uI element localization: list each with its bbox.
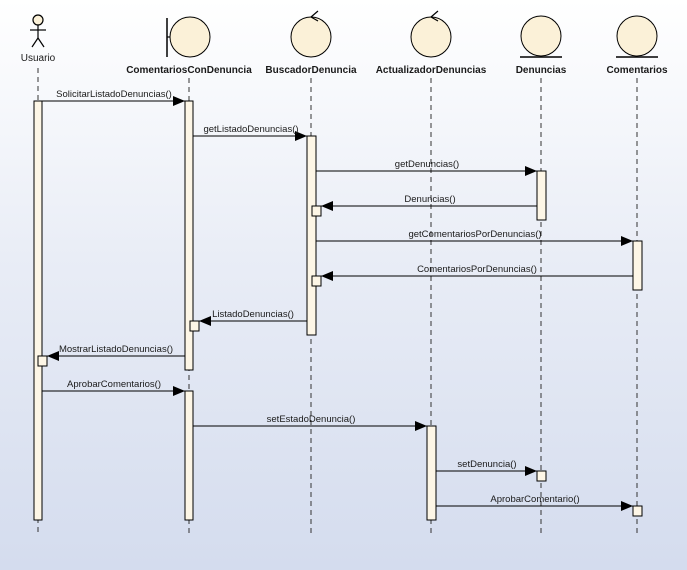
actor-icon xyxy=(30,14,46,48)
entity-icon xyxy=(616,15,658,58)
message: AprobarComentarios() xyxy=(42,379,185,396)
activation-actualizador-denuncias xyxy=(426,425,437,521)
return-box xyxy=(37,355,48,367)
control-icon xyxy=(410,10,452,58)
message-label: setEstadoDenuncia() xyxy=(267,414,356,425)
message: setEstadoDenuncia() xyxy=(193,414,427,431)
return-box xyxy=(311,205,322,217)
participant-comentarios-con-denuncia: ComentariosConDenuncia xyxy=(126,16,252,76)
message-label: AprobarComentarios() xyxy=(67,379,161,390)
message: AprobarComentario() xyxy=(436,494,633,511)
message: ComentariosPorDenuncias() xyxy=(321,264,633,281)
message-label: setDenuncia() xyxy=(457,459,516,470)
message-label: MostrarListadoDenuncias() xyxy=(59,344,173,355)
participant-label: Usuario xyxy=(21,53,56,64)
participant-buscador-denuncia: BuscadorDenuncia xyxy=(265,10,357,76)
return-box xyxy=(189,320,200,332)
message: setDenuncia() xyxy=(436,459,537,476)
control-icon xyxy=(290,10,332,58)
message: MostrarListadoDenuncias() xyxy=(47,344,185,361)
return-box xyxy=(311,275,322,287)
message-label: getListadoDenuncias() xyxy=(203,124,298,135)
participant-label: Denuncias xyxy=(516,65,567,76)
message: Denuncias() xyxy=(321,194,537,211)
entity-icon xyxy=(520,15,562,58)
participant-usuario: Usuario xyxy=(21,14,56,64)
message-label: AprobarComentario() xyxy=(490,494,579,505)
message-label: ComentariosPorDenuncias() xyxy=(417,264,537,275)
participant-denuncias: Denuncias xyxy=(516,15,567,76)
activation-usuario xyxy=(33,100,43,521)
participant-label: ComentariosConDenuncia xyxy=(126,65,252,76)
lifelines xyxy=(37,68,638,535)
activation-comentarios xyxy=(632,240,643,291)
activations xyxy=(33,100,643,521)
messages: SolicitarListadoDenuncias() getListadoDe… xyxy=(42,89,633,511)
return-boxes xyxy=(37,205,643,517)
participant-label: BuscadorDenuncia xyxy=(265,65,357,76)
participant-comentarios: Comentarios xyxy=(606,15,668,76)
message-label: SolicitarListadoDenuncias() xyxy=(56,89,172,100)
message-label: ListadoDenuncias() xyxy=(212,309,294,320)
activation-comentarios-con-denuncia-1 xyxy=(184,100,194,371)
return-box xyxy=(632,505,643,517)
message: SolicitarListadoDenuncias() xyxy=(42,89,185,106)
message-label: getDenuncias() xyxy=(395,159,459,170)
return-box xyxy=(536,470,547,482)
activation-comentarios-con-denuncia-2 xyxy=(184,390,194,521)
message: getDenuncias() xyxy=(316,159,537,176)
activation-buscador-denuncia xyxy=(306,135,317,336)
boundary-icon xyxy=(166,16,211,58)
participant-actualizador-denuncias: ActualizadorDenuncias xyxy=(376,10,487,76)
activation-denuncias xyxy=(536,170,547,221)
participant-label: Comentarios xyxy=(606,65,668,76)
message-label: getComentariosPorDenuncias() xyxy=(408,229,541,240)
message: getListadoDenuncias() xyxy=(193,124,307,141)
message: ListadoDenuncias() xyxy=(199,309,307,326)
message: getComentariosPorDenuncias() xyxy=(316,229,633,246)
participant-label: ActualizadorDenuncias xyxy=(376,65,487,76)
message-label: Denuncias() xyxy=(404,194,455,205)
